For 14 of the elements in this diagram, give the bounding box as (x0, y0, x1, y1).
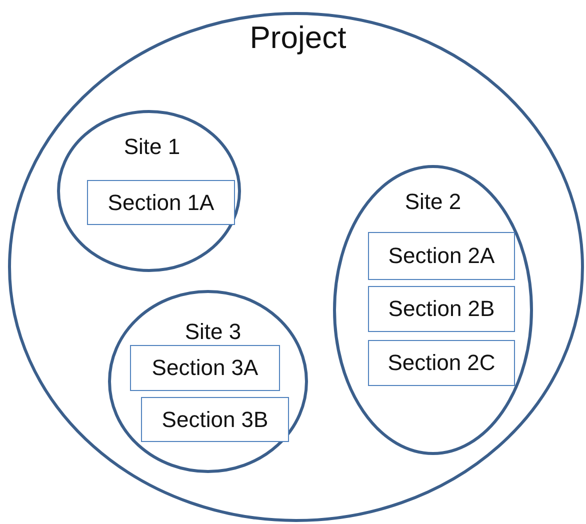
group-title: Site 2 (404, 189, 462, 215)
site-ellipse (108, 290, 308, 473)
site-ellipse (333, 165, 533, 455)
section-box: Section 2C (368, 340, 515, 386)
section-box: Section 2B (368, 286, 515, 332)
project-ellipse (8, 12, 584, 522)
section-box: Section 3B (141, 397, 289, 442)
site-ellipse (57, 110, 241, 272)
section-box: Section 1A (87, 180, 235, 225)
group-title: Project (250, 20, 346, 56)
section-box: Section 2A (368, 232, 515, 280)
group-title: Site 1 (124, 134, 180, 160)
section-box: Section 3A (130, 345, 280, 391)
group-title: Site 3 (184, 319, 242, 345)
